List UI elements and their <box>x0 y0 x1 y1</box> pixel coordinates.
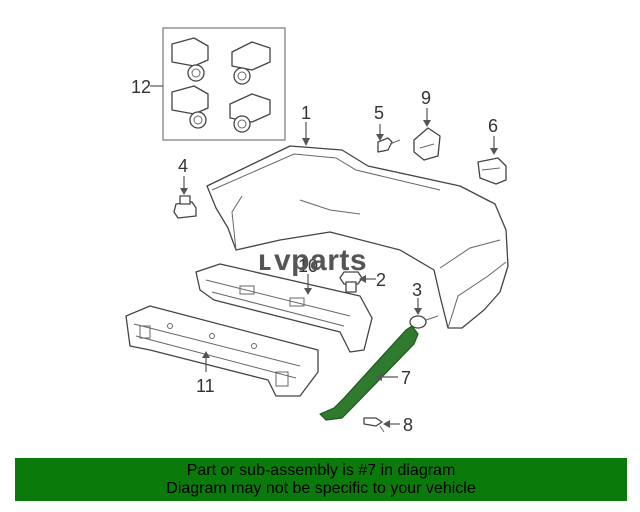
arrow-2 <box>359 275 366 283</box>
callout-12[interactable]: 12 <box>131 77 151 97</box>
part-1-bumper-cover[interactable] <box>206 145 509 329</box>
arrow-10 <box>304 288 312 295</box>
callout-7[interactable]: 7 <box>401 368 411 388</box>
callout-5[interactable]: 5 <box>374 103 384 123</box>
arrow-4 <box>180 188 188 195</box>
sensor-icon <box>231 41 271 85</box>
arrow-5 <box>376 134 384 141</box>
arrow-1 <box>302 138 310 146</box>
part-6-bracket[interactable] <box>477 157 507 185</box>
part-11-reinforcement[interactable] <box>125 305 319 397</box>
arrow-11 <box>202 351 210 358</box>
callout-6[interactable]: 6 <box>488 116 498 136</box>
arrow-6 <box>490 148 498 155</box>
banner-line-2: Diagram may not be specific to your vehi… <box>166 479 476 497</box>
part-4-clip[interactable] <box>173 195 197 219</box>
callout-11[interactable]: 11 <box>196 376 215 396</box>
callout-4[interactable]: 4 <box>178 156 188 176</box>
info-banner: Part or sub-assembly is #7 in diagram Di… <box>15 458 627 501</box>
arrow-8 <box>383 420 390 428</box>
sensor-icon <box>171 85 209 129</box>
callout-1[interactable]: 1 <box>301 103 311 123</box>
banner-line-1: Part or sub-assembly is #7 in diagram <box>186 461 456 479</box>
part-5-bolt[interactable] <box>377 137 401 153</box>
sensor-icon <box>171 37 209 82</box>
callout-2[interactable]: 2 <box>376 270 386 290</box>
arrow-3 <box>414 308 422 315</box>
part-12-parking-sensors[interactable] <box>162 27 286 141</box>
watermark-mark: ʟ <box>258 244 272 277</box>
part-3-fastener[interactable] <box>409 315 439 329</box>
part-8-screw[interactable] <box>363 417 385 433</box>
part-9-bracket[interactable] <box>413 127 441 161</box>
callout-8[interactable]: 8 <box>403 415 413 435</box>
sensor-icon <box>229 93 271 133</box>
part-10-absorber[interactable] <box>195 263 373 353</box>
arrow-7 <box>375 373 382 381</box>
callout-10[interactable]: 10 <box>298 256 318 276</box>
arrow-9 <box>423 120 431 127</box>
part-7-bumper-strip[interactable] <box>319 325 419 421</box>
callout-3[interactable]: 3 <box>412 280 422 300</box>
part-2-push-clip[interactable] <box>339 271 363 293</box>
callout-9[interactable]: 9 <box>421 88 431 108</box>
parts-diagram: 12 1 5 9 6 4 <box>125 27 509 435</box>
